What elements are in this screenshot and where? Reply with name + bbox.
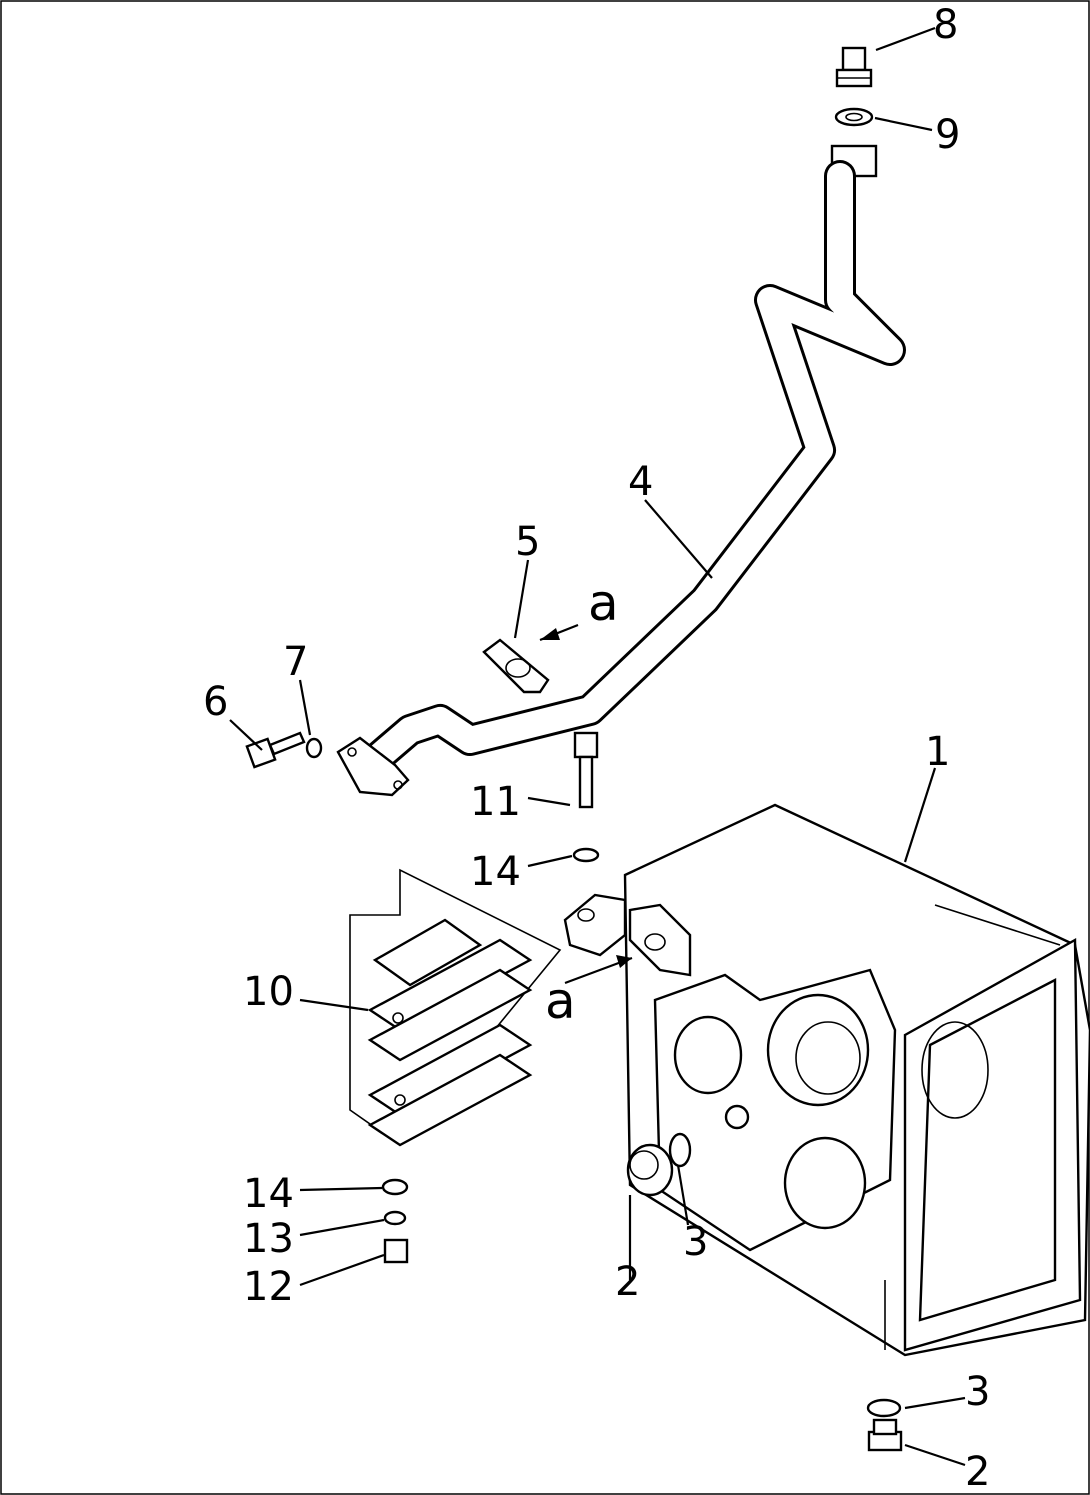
callout-12: 12 xyxy=(243,1264,294,1310)
part-7-washer xyxy=(305,737,323,759)
callout-14-lower: 14 xyxy=(243,1171,294,1217)
callout-5: 5 xyxy=(515,519,540,565)
part-11-bolt xyxy=(573,731,599,809)
leader-12 xyxy=(299,1253,385,1287)
leader-6 xyxy=(229,719,263,751)
part-10-shims xyxy=(349,868,562,1147)
callout-9: 9 xyxy=(935,112,960,158)
leader-13 xyxy=(299,1218,385,1237)
callout-7: 7 xyxy=(283,639,308,685)
leader-14-lower xyxy=(299,1186,383,1192)
part-13-washer xyxy=(383,1210,407,1226)
part-14-washer-lower xyxy=(381,1178,409,1196)
callout-4: 4 xyxy=(628,459,653,505)
callout-2-lower: 2 xyxy=(965,1449,990,1495)
leader-11 xyxy=(527,796,571,807)
part-2-plug-lower xyxy=(867,1418,903,1452)
leader-7 xyxy=(298,679,312,736)
callout-10: 10 xyxy=(243,969,294,1015)
leader-3-upper xyxy=(676,1164,690,1226)
callout-8: 8 xyxy=(933,2,958,48)
part-12-nut xyxy=(383,1238,409,1264)
leader-14-upper xyxy=(527,854,573,868)
part-6-bolt xyxy=(245,731,306,769)
leader-5 xyxy=(513,559,530,639)
callout-3-lower: 3 xyxy=(965,1369,990,1415)
reference-mark-a-lower: a xyxy=(545,972,576,1030)
leader-2-lower xyxy=(904,1443,966,1467)
part-9-washer xyxy=(834,107,874,127)
part-14-washer-upper xyxy=(572,847,600,863)
part-3-oring-lower xyxy=(866,1398,902,1418)
reference-mark-a-upper: a xyxy=(588,574,619,632)
part-2-plug-upper xyxy=(626,1143,674,1197)
part-8-plug xyxy=(835,46,873,88)
callout-3-upper: 3 xyxy=(683,1219,708,1265)
leader-1 xyxy=(903,767,937,863)
leader-10 xyxy=(299,998,369,1012)
callout-6: 6 xyxy=(203,679,228,725)
part-5-gasket xyxy=(482,638,550,694)
callout-14-upper: 14 xyxy=(470,849,521,895)
part-1-case xyxy=(563,803,1090,1357)
callout-13: 13 xyxy=(243,1216,294,1262)
leader-8 xyxy=(875,26,936,52)
leader-3-lower xyxy=(904,1396,966,1410)
callout-1: 1 xyxy=(925,729,950,775)
leader-4 xyxy=(644,499,713,579)
leader-9 xyxy=(874,116,933,132)
callout-2-upper: 2 xyxy=(615,1259,640,1305)
part-4-tube xyxy=(336,144,906,797)
callout-11: 11 xyxy=(470,779,521,825)
part-3-oring-upper xyxy=(668,1132,692,1168)
